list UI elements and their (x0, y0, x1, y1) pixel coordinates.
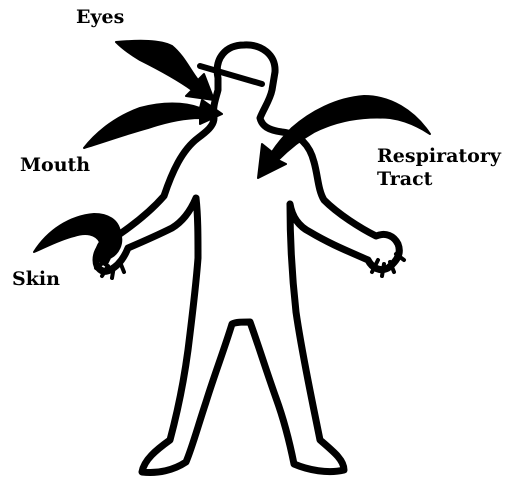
label-eyes: Eyes (76, 6, 124, 29)
eyes-arrow-icon (116, 41, 214, 100)
label-mouth: Mouth (20, 154, 90, 177)
label-respiratory-line2: Tract (377, 168, 501, 191)
label-skin: Skin (12, 268, 60, 291)
skin-arrow-icon (34, 214, 121, 266)
label-respiratory-tract: Respiratory Tract (377, 145, 501, 191)
label-respiratory-line1: Respiratory (377, 145, 501, 168)
